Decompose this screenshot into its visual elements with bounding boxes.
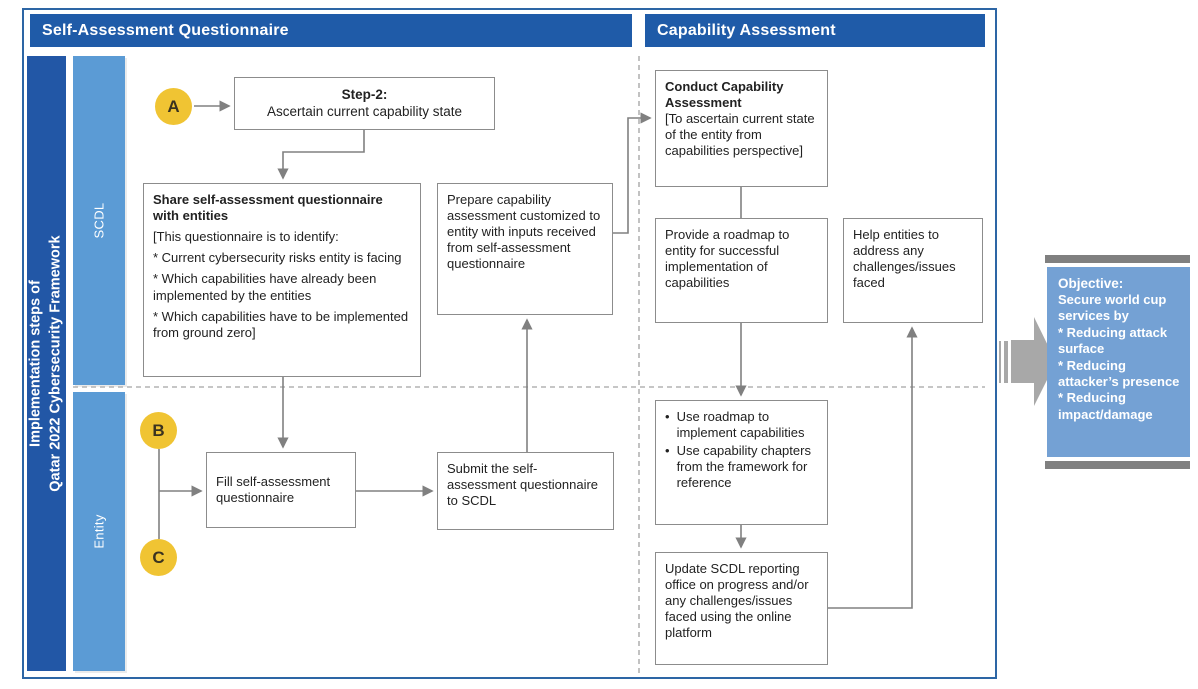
objective-line-impact: * Reducing impact/damage: [1058, 390, 1153, 422]
bullet-icon: •: [665, 409, 670, 424]
objective-line-secure: Secure world cup services by: [1058, 292, 1167, 324]
share-questionnaire-box: Share self-assessment questionnaire with…: [143, 183, 421, 377]
section-header-self-assessment-label: Self-Assessment Questionnaire: [42, 21, 289, 39]
step2-box: Step-2: Ascertain current capability sta…: [234, 77, 495, 130]
use-roadmap-item-2-text: Use capability chapters from the framewo…: [676, 443, 811, 491]
lane-label-scdl: SCDL: [73, 56, 125, 385]
lane-label-entity: Entity: [73, 392, 125, 671]
use-roadmap-item-1: • Use roadmap to implement capabilities: [665, 409, 818, 441]
marker-c-label: C: [152, 547, 165, 567]
objective-line-attack-surface: * Reducing attack surface: [1058, 324, 1168, 357]
marker-a-label: A: [167, 96, 180, 116]
conduct-assessment-box: Conduct Capability Assessment [To ascert…: [655, 70, 828, 187]
section-header-capability: Capability Assessment: [645, 14, 985, 47]
lane-label-scdl-text: SCDL: [91, 202, 107, 239]
share-line-groundzero: * Which capabilities have to be implemen…: [153, 308, 409, 340]
marker-b-label: B: [152, 420, 165, 440]
objective-top-cap: [1045, 255, 1190, 263]
objective-title: Objective:: [1058, 276, 1124, 291]
help-entities-text: Help entities to address any challenges/…: [853, 227, 956, 291]
framework-title-line1: Implementation steps of: [27, 280, 44, 447]
provide-roadmap-text: Provide a roadmap to entity for successf…: [665, 227, 790, 291]
objective-bottom-cap: [1045, 461, 1190, 469]
conduct-assessment-title: Conduct Capability Assessment: [665, 79, 784, 111]
update-scdl-text: Update SCDL reporting office on progress…: [665, 561, 809, 641]
share-questionnaire-title: Share self-assessment questionnaire with…: [153, 192, 383, 224]
share-line-risks: * Current cybersecurity risks entity is …: [153, 250, 402, 266]
step2-title: Step-2:: [341, 86, 388, 102]
marker-b-badge: B: [140, 412, 177, 449]
fill-questionnaire-text: Fill self-assessment questionnaire: [216, 473, 331, 505]
objective-line-attacker-presence: * Reducing attacker’s presence: [1058, 357, 1180, 389]
marker-c-badge: C: [140, 539, 177, 576]
use-roadmap-item-1-text: Use roadmap to implement capabilities: [676, 409, 805, 441]
submit-questionnaire-box: Submit the self-assessment questionnaire…: [437, 452, 614, 530]
prepare-assessment-text: Prepare capability assessment customized…: [447, 192, 601, 272]
update-scdl-box: Update SCDL reporting office on progress…: [655, 552, 828, 665]
share-line-implemented: * Which capabilities have already been i…: [153, 271, 377, 303]
conduct-assessment-body: [To ascertain current state of the entit…: [665, 111, 815, 159]
fill-questionnaire-box: Fill self-assessment questionnaire: [206, 452, 356, 528]
share-line-identify: [This questionnaire is to identify:: [153, 229, 339, 245]
marker-a-badge: A: [155, 88, 192, 125]
use-roadmap-item-2: • Use capability chapters from the frame…: [665, 443, 818, 491]
objective-box: Objective: Secure world cup services by …: [1047, 267, 1190, 457]
framework-title-line2: Qatar 2022 Cybersecurity Framework: [47, 235, 64, 492]
framework-title: Implementation steps of Qatar 2022 Cyber…: [27, 235, 66, 491]
prepare-assessment-box: Prepare capability assessment customized…: [437, 183, 613, 315]
submit-questionnaire-text: Submit the self-assessment questionnaire…: [447, 461, 599, 509]
section-header-self-assessment: Self-Assessment Questionnaire: [30, 14, 632, 47]
bullet-icon: •: [665, 443, 670, 459]
framework-title-bar: Implementation steps of Qatar 2022 Cyber…: [27, 56, 66, 671]
provide-roadmap-box: Provide a roadmap to entity for successf…: [655, 218, 828, 323]
step2-body: Ascertain current capability state: [266, 103, 463, 119]
main-frame: [22, 8, 997, 679]
use-roadmap-box: • Use roadmap to implement capabilities …: [655, 400, 828, 525]
lane-label-entity-text: Entity: [91, 514, 107, 549]
section-header-capability-label: Capability Assessment: [657, 21, 836, 39]
help-entities-box: Help entities to address any challenges/…: [843, 218, 983, 323]
